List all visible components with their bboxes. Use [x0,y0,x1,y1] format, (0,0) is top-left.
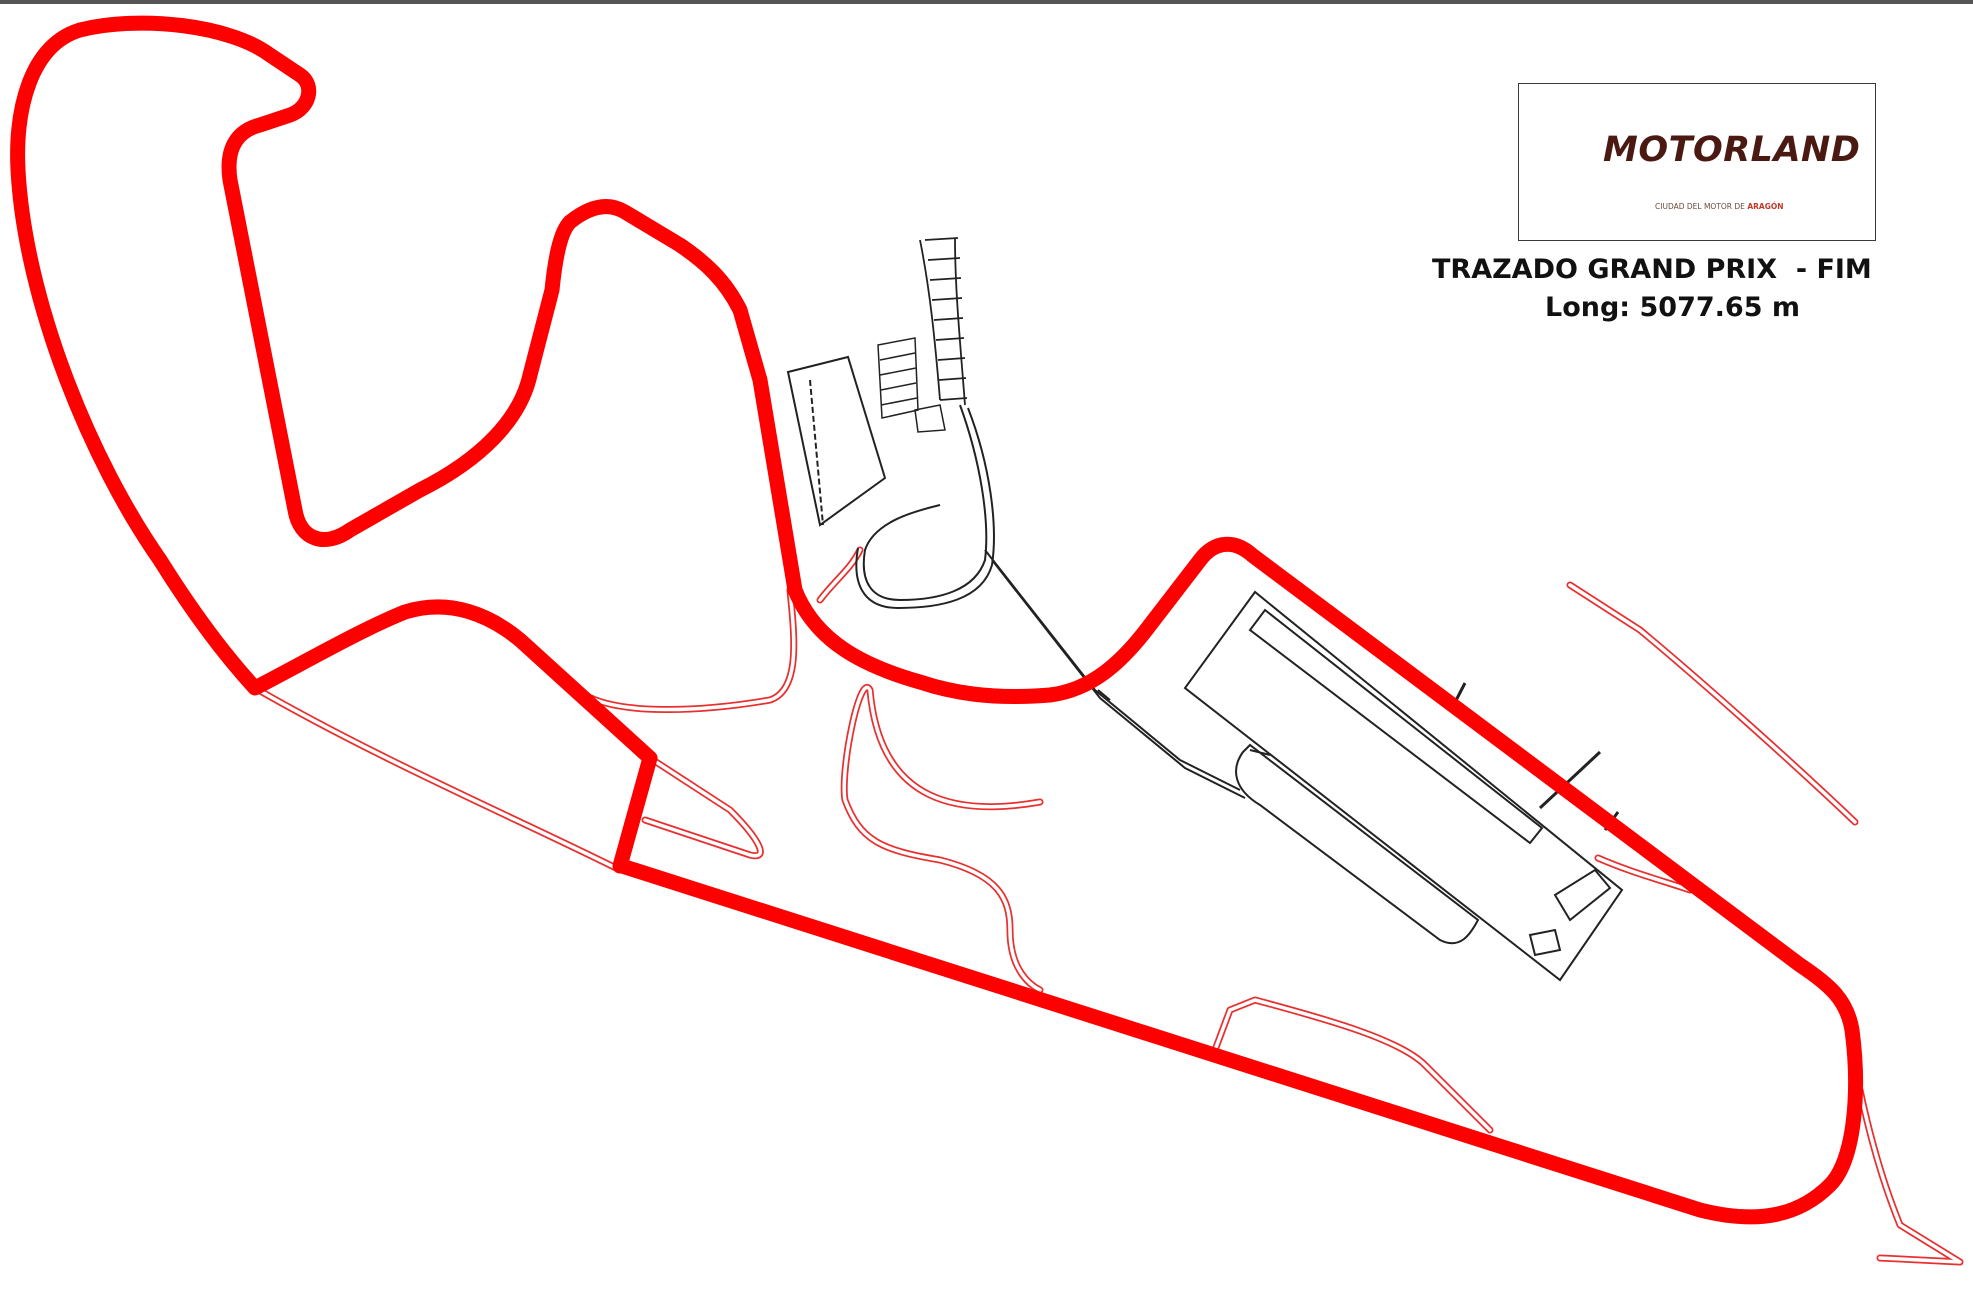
grandstand-blocks [877,337,946,433]
circuit-title: TRAZADO GRAND PRIX - FIM [1432,254,1872,285]
north-grandstand [919,237,968,406]
top-border [0,0,1973,4]
logo-tagline-region: ARAGÓN [1747,202,1784,211]
access-road-loop [862,404,988,602]
grand-prix-track [10,15,1863,1225]
logo-tagline-prefix: CIUDAD DEL MOTOR DE [1655,202,1745,211]
paddock-facilities [786,237,1624,982]
pit-garages [1248,608,1544,845]
pit-tower [1553,868,1612,922]
parking-area [1235,743,1480,945]
logo-wordmark: MOTORLAND [1603,130,1861,170]
motorland-logo: MOTORLAND CIUDAD DEL MOTOR DE ARAGÓN [1518,83,1876,241]
circuit-length: Long: 5077.65 m [1545,292,1801,323]
west-building [786,355,887,527]
paddock-building [1183,590,1624,982]
timing-line-2 [1538,750,1602,810]
secondary-tracks [251,546,1964,1266]
logo-tagline: CIUDAD DEL MOTOR DE ARAGÓN [1655,202,1784,211]
